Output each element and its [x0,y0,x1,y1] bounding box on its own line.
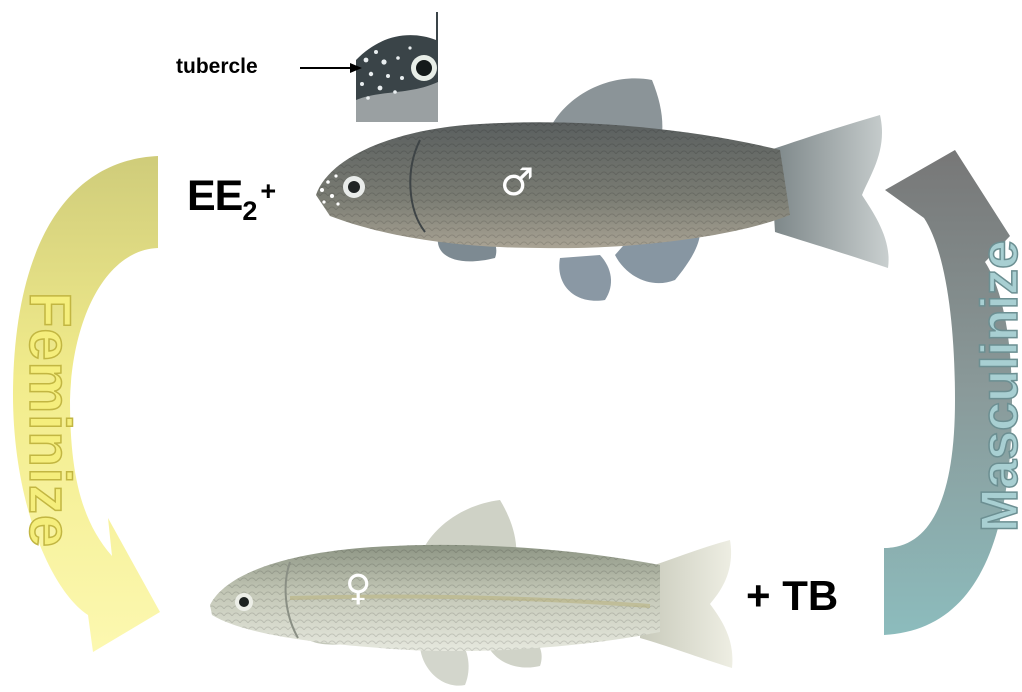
tubercle-label: tubercle [176,55,258,79]
ee2-main-text: EE [187,172,242,220]
female-symbol: ♀ [345,568,371,609]
ee2-subscript: 2 [242,196,256,226]
tubercle-closeup [356,12,438,122]
tb-label: + TB [746,572,838,620]
female-fish [210,500,732,686]
masculinize-label: Masculinize [971,240,1022,532]
tubercle-pointer-arrow [300,63,362,73]
male-symbol: ♂ [500,160,534,204]
ee2-label: EE2+ [187,172,275,221]
ee2-plus: + [260,176,275,206]
feminize-label: Feminize [17,292,82,548]
